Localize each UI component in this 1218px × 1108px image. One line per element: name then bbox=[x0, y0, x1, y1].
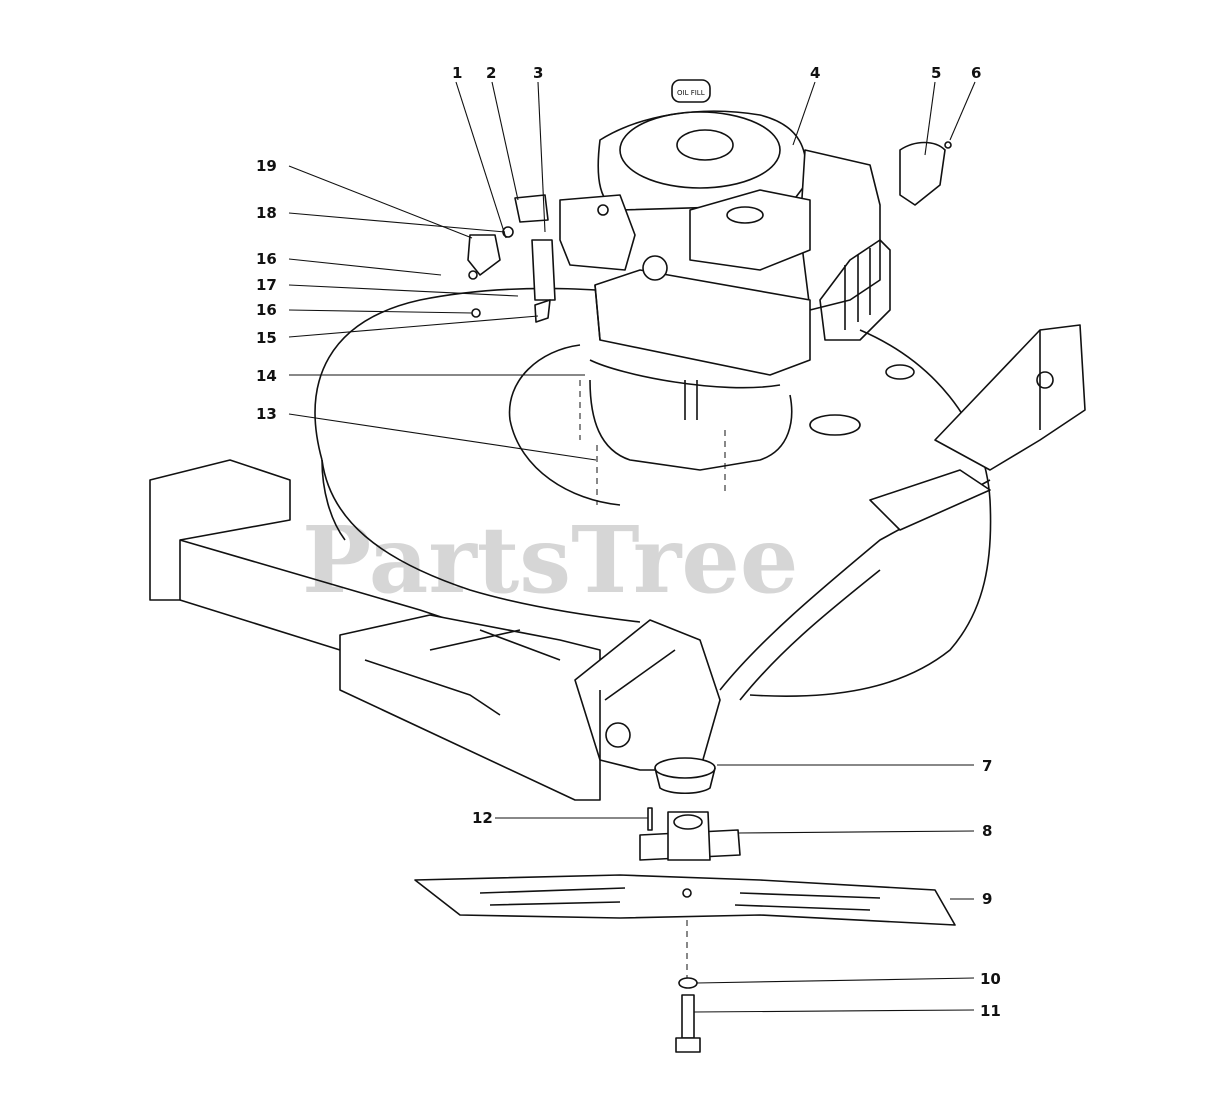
control-parts bbox=[467, 141, 952, 323]
callout-6: 6 bbox=[971, 64, 981, 82]
callout-labels: 1 2 3 4 5 6 7 8 9 10 11 12 13 14 15 16 1… bbox=[256, 64, 1001, 1020]
callout-5: 5 bbox=[931, 64, 941, 82]
callout-19: 19 bbox=[256, 157, 277, 175]
engine: OIL FILL bbox=[559, 79, 891, 420]
callout-16-lower: 16 bbox=[256, 301, 277, 319]
engine-mount-ring bbox=[589, 364, 915, 471]
callout-16-upper: 16 bbox=[256, 250, 277, 268]
callout-15: 15 bbox=[256, 329, 277, 347]
callout-7: 7 bbox=[982, 757, 992, 775]
watermark: PartsTree bbox=[302, 506, 798, 614]
callout-12: 12 bbox=[472, 809, 493, 827]
callout-8: 8 bbox=[982, 822, 992, 840]
handle-bracket-right bbox=[719, 324, 1086, 701]
handle-bracket-rear bbox=[574, 619, 721, 771]
callout-10: 10 bbox=[980, 970, 1001, 988]
callout-17: 17 bbox=[256, 276, 277, 294]
callout-9: 9 bbox=[982, 890, 992, 908]
discharge-chute bbox=[149, 459, 601, 801]
callout-18: 18 bbox=[256, 204, 277, 222]
callout-3: 3 bbox=[533, 64, 543, 82]
callout-14: 14 bbox=[256, 367, 277, 385]
oil-fill-text: OIL FILL bbox=[677, 89, 705, 97]
callout-13: 13 bbox=[256, 405, 277, 423]
callout-11: 11 bbox=[980, 1002, 1001, 1020]
callout-2: 2 bbox=[486, 64, 496, 82]
callout-1: 1 bbox=[452, 64, 462, 82]
blade-assembly bbox=[414, 757, 956, 1053]
leader-lines bbox=[288, 81, 976, 1013]
callout-4: 4 bbox=[810, 64, 820, 82]
